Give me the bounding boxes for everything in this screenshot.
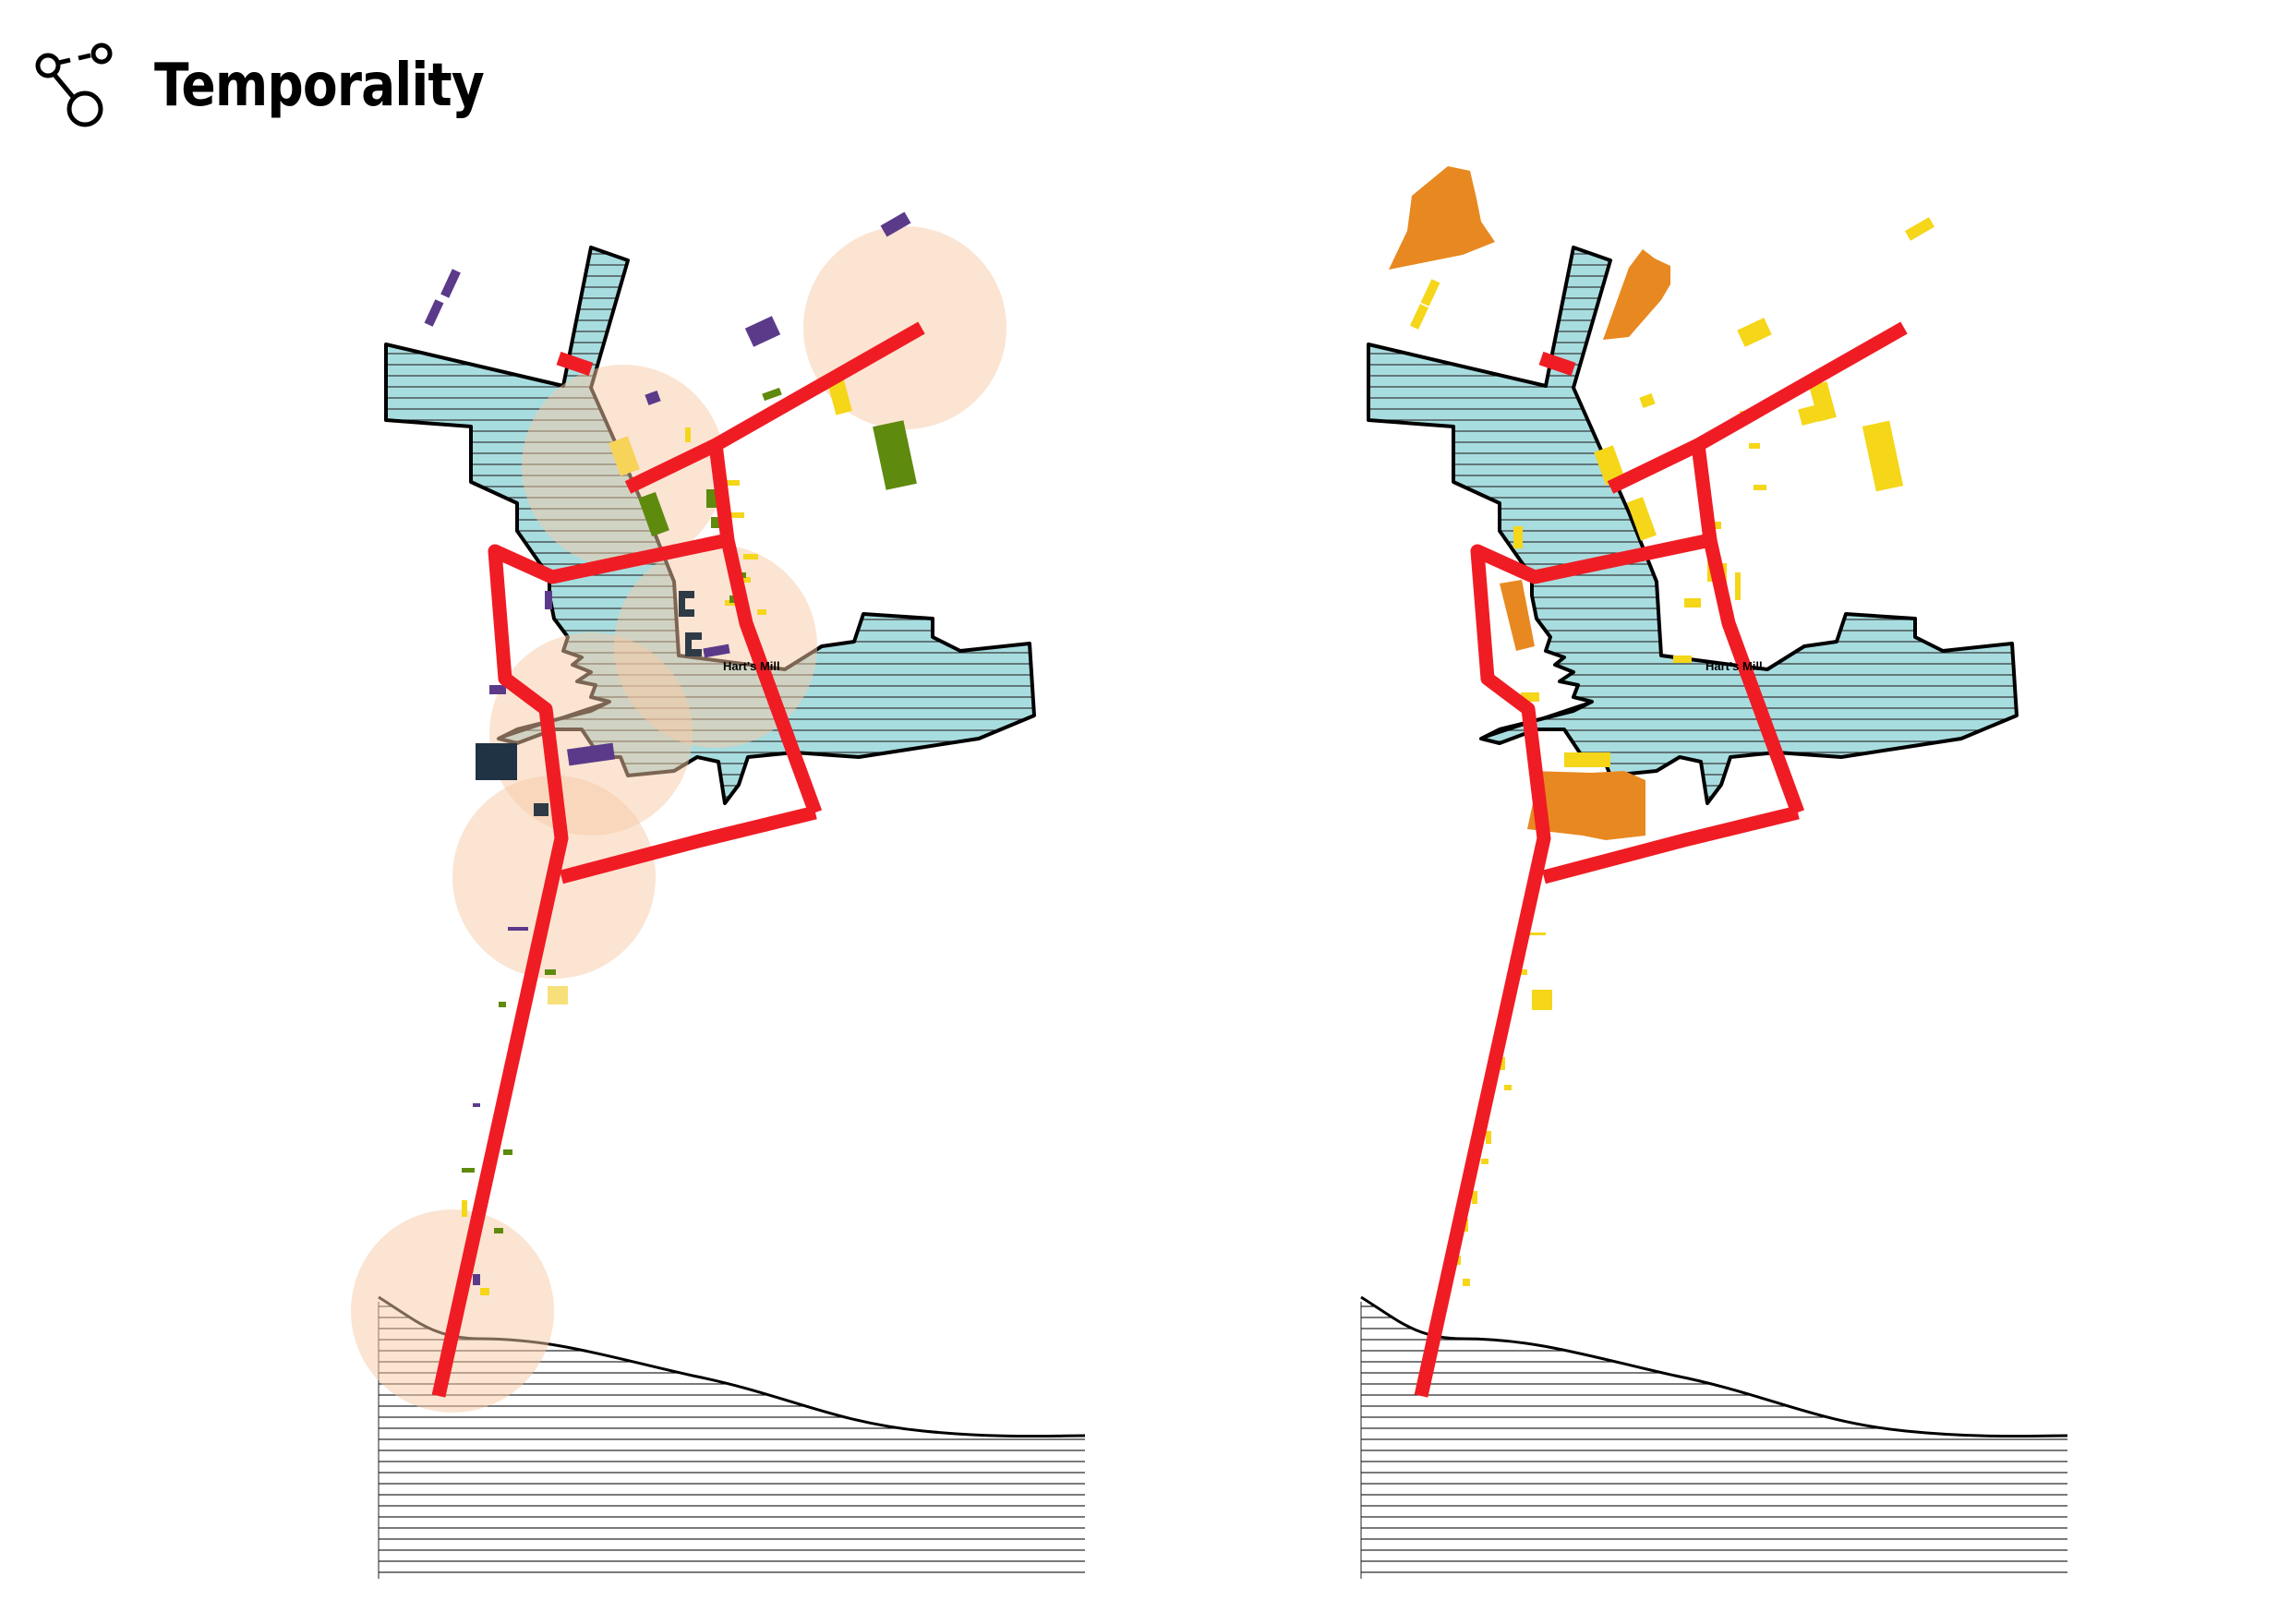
map-left-canvas: Hart's Mill — [351, 211, 1086, 1579]
orange-zone — [1603, 249, 1670, 340]
navy-buildings — [476, 591, 702, 816]
map-right: Hart's Mill — [982, 0, 2127, 1624]
route-network — [431, 321, 925, 1398]
place-label: Hart's Mill — [723, 659, 780, 673]
activity-circle — [803, 226, 1006, 429]
orange-zone — [1500, 580, 1535, 651]
timeline-nodes-icon — [35, 42, 113, 127]
coastline — [1360, 1295, 2068, 1579]
yellow-buildings — [1409, 217, 1934, 1286]
orange-zone — [1389, 166, 1495, 270]
orange-zone — [1527, 771, 1645, 840]
green-buildings — [462, 387, 917, 1233]
page-header: Temporality — [28, 35, 537, 137]
purple-buildings — [424, 211, 911, 1285]
waterway — [1367, 246, 2019, 805]
orange-zones — [1389, 166, 1670, 840]
place-label: Hart's Mill — [1705, 659, 1763, 673]
page-title: Temporality — [154, 52, 485, 120]
map-right-canvas: Hart's Mill — [1360, 166, 2068, 1579]
route-network — [1414, 321, 1908, 1398]
map-left: Hart's Mill — [351, 211, 1086, 1579]
